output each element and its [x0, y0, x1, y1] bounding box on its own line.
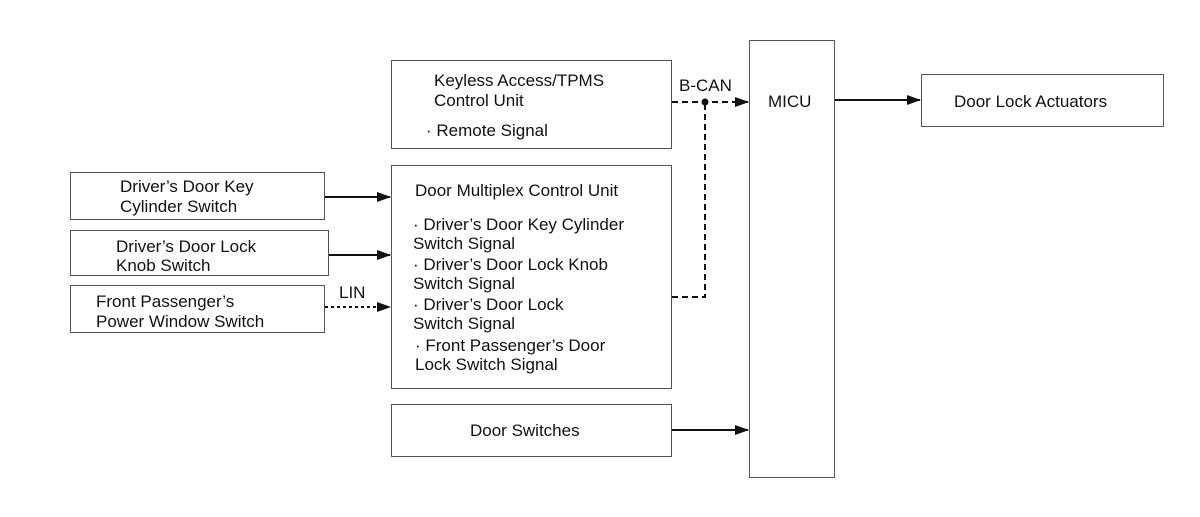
door-switches-box — [391, 404, 672, 457]
door-lock-actuators-label: Door Lock Actuators — [954, 92, 1108, 111]
passenger-window-switch-line1: Front Passenger’s — [96, 292, 235, 311]
key-cylinder-switch-box — [70, 172, 325, 220]
dmcu-signal-1-line1: · Driver’s Door Key Cylinder — [413, 215, 624, 234]
keyless-title-line1: Keyless Access/TPMS — [434, 71, 605, 90]
dmcu-signal-2-line1: · Driver’s Door Lock Knob — [413, 255, 608, 274]
keyless-access-tpms-unit — [391, 60, 672, 149]
passenger-window-switch-line2: Power Window Switch — [96, 312, 265, 331]
lin-bus-label: LIN — [339, 283, 366, 302]
dmcu-signal-3-line1: · Driver’s Door Lock — [413, 295, 564, 314]
dmcu-signal-2-line2: Switch Signal — [413, 274, 516, 293]
dmcu-signal-3-line2: Switch Signal — [413, 314, 516, 333]
keyless-remote-signal: · Remote Signal — [426, 121, 548, 140]
door-switches-label: Door Switches — [470, 421, 580, 440]
bcan-bus-label: B-CAN — [679, 76, 732, 95]
bcan-bus-line-dmcu — [672, 102, 706, 298]
key-cylinder-switch-line2: Cylinder Switch — [120, 197, 238, 216]
dmcu-signal-1-line2: Switch Signal — [413, 234, 516, 253]
passenger-window-switch-box — [70, 285, 325, 333]
dmcu-signal-4-line1: · Front Passenger’s Door — [415, 336, 606, 355]
dmcu-title: Door Multiplex Control Unit — [415, 181, 619, 200]
dmcu-signal-4-line2: Lock Switch Signal — [415, 355, 558, 374]
lock-knob-switch-line1: Driver’s Door Lock — [116, 237, 257, 256]
lock-knob-switch-box — [70, 230, 329, 276]
keyless-title-line2: Control Unit — [434, 91, 524, 110]
bcan-junction-dot — [701, 98, 709, 106]
micu-box — [749, 40, 835, 478]
door-lock-actuators-box — [921, 74, 1164, 127]
micu-label: MICU — [768, 92, 812, 111]
door-multiplex-control-unit — [391, 165, 672, 389]
lock-knob-switch-line2: Knob Switch — [116, 256, 211, 275]
key-cylinder-switch-line1: Driver’s Door Key — [120, 177, 254, 196]
